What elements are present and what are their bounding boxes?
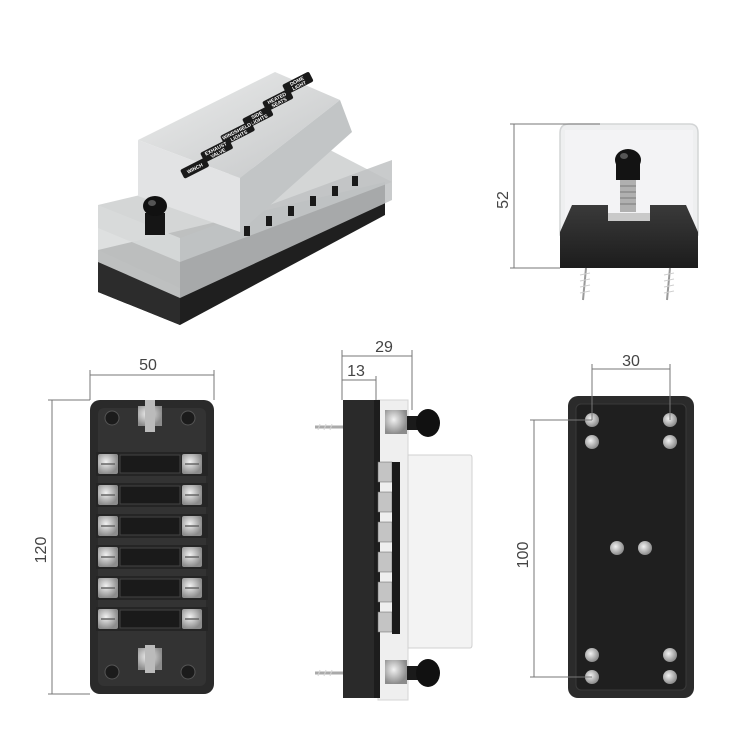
front-view: 50 120 [33,357,215,695]
label-circuit-3a: SIDE [251,110,265,121]
dimension-52: 52 [495,191,512,209]
dimension-29: 29 [375,339,393,356]
dimension-100: 100 [515,542,532,569]
dimension-120: 120 [33,537,50,564]
dimension-30: 30 [622,353,640,370]
mounting-screws [585,413,677,684]
end-view: 52 [495,123,699,301]
perspective-view: DOME LIGHT HEATED SEATS SIDE LIGHTS WIND… [98,72,392,325]
dimension-13: 13 [347,363,365,380]
side-profile-view: 29 13 [315,339,473,701]
dimension-50: 50 [139,357,157,374]
back-view: 30 100 [515,353,694,698]
fuse-rows [95,452,209,632]
